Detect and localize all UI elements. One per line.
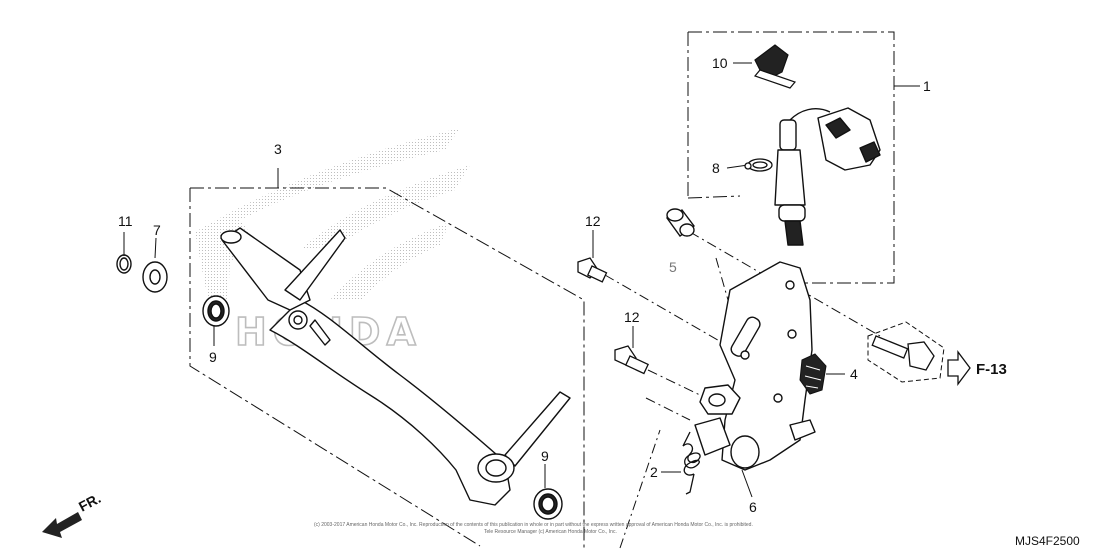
reference-label: F-13 — [976, 361, 1007, 378]
honda-wing-watermark — [195, 128, 470, 320]
front-label: FR. — [76, 490, 103, 515]
callout-2: 2 — [650, 464, 658, 480]
snap-ring[interactable] — [116, 254, 132, 274]
diagram-part-code: MJS4F2500 — [1015, 534, 1080, 548]
front-direction-indicator: FR. — [42, 490, 103, 538]
callout-4: 4 — [850, 366, 858, 382]
callout-12-upper: 12 — [585, 213, 601, 229]
harness-clamp[interactable] — [753, 44, 797, 89]
callout-5: 5 — [669, 259, 677, 275]
flange-bolt-lower[interactable] — [614, 345, 649, 375]
bolt-f13[interactable] — [871, 335, 935, 371]
callout-labels: 1 2 3 4 5 6 7 8 9 9 10 11 12 12 — [118, 55, 931, 515]
flange-bolt-upper[interactable] — [577, 257, 608, 283]
callout-1: 1 — [923, 78, 931, 94]
brake-light-switch[interactable] — [774, 107, 881, 246]
copyright-line-2: Tele Resource Manager (c) American Honda… — [484, 529, 617, 535]
clip[interactable] — [744, 158, 773, 172]
callout-8: 8 — [712, 160, 720, 176]
part-3-group-outline — [189, 187, 585, 548]
callout-11: 11 — [118, 213, 133, 229]
bolt-reference-box — [867, 321, 945, 383]
part-1-group-outline — [687, 31, 895, 284]
washer[interactable] — [142, 261, 168, 293]
callout-10: 10 — [712, 55, 728, 71]
callout-6: 6 — [749, 499, 757, 515]
rubber-grommet[interactable] — [799, 353, 827, 395]
reference-arrow-icon — [947, 350, 971, 386]
reference-f13[interactable]: F-13 — [947, 350, 1007, 386]
callout-3: 3 — [274, 141, 282, 157]
copyright-line-1: (c) 2003-2017 American Honda Motor Co., … — [314, 522, 753, 528]
callout-7: 7 — [153, 222, 161, 238]
callout-9-left: 9 — [209, 349, 217, 365]
callout-12-lower: 12 — [624, 309, 640, 325]
collar[interactable] — [665, 208, 695, 237]
brake-pedal[interactable] — [220, 227, 571, 506]
dust-seal-left[interactable] — [202, 295, 230, 327]
front-arrow-icon — [42, 512, 82, 538]
leader-lines — [123, 62, 920, 549]
return-spring[interactable] — [682, 431, 701, 495]
pivot-bracket[interactable] — [694, 261, 816, 471]
callout-9-lower: 9 — [541, 448, 549, 464]
dust-seal-lower[interactable] — [533, 488, 563, 520]
